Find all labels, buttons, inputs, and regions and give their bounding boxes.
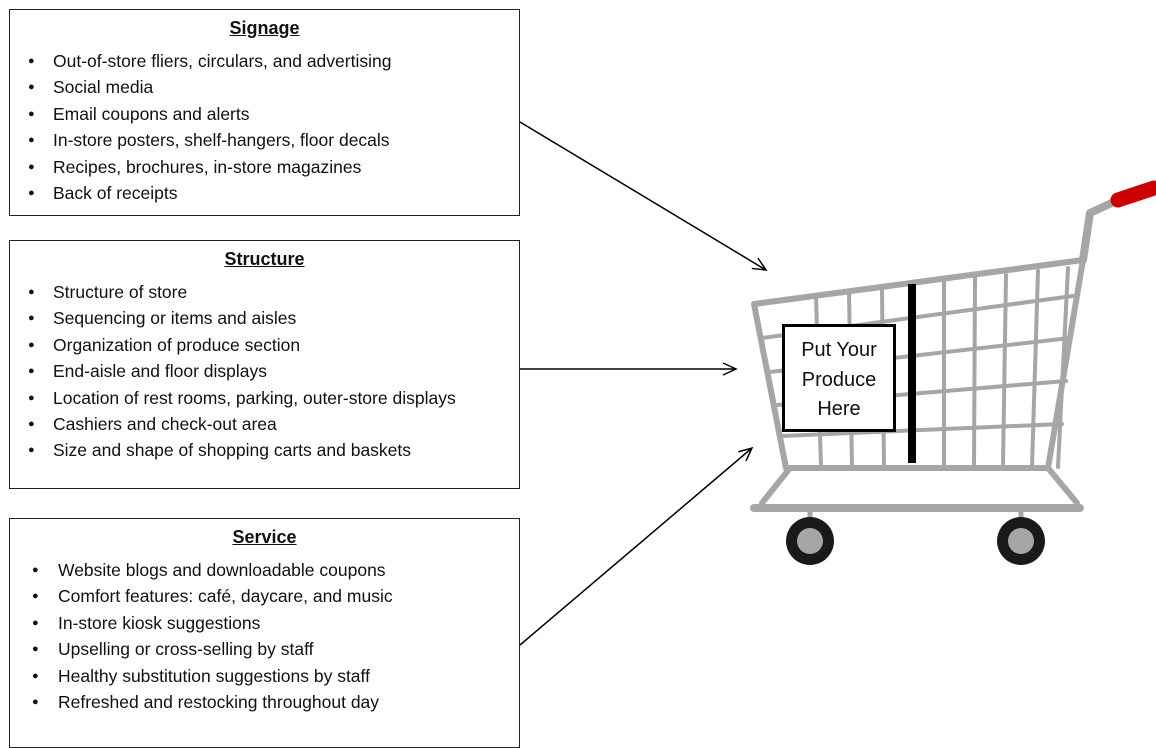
diagram-art [519,121,1156,646]
list-item: Sequencing or items and aisles [10,305,519,332]
list-item: Healthy substitution suggestions by staf… [10,663,519,690]
list-item: Cashiers and check-out area [10,411,519,438]
list-item: Location of rest rooms, parking, outer-s… [10,385,519,412]
list-item: Email coupons and alerts [10,101,519,128]
signage-title: Signage [229,18,300,38]
service-arrow [519,446,754,646]
list-item: Back of receipts [10,180,519,207]
list-item: End-aisle and floor displays [10,358,519,385]
signage-list: Out-of-store fliers, circulars, and adve… [10,48,519,207]
structure-list: Structure of store Sequencing or items a… [10,279,519,464]
shopping-cart-icon [750,180,1156,565]
structure-box: Structure Structure of store Sequencing … [9,240,520,489]
list-item: Upselling or cross-selling by staff [10,636,519,663]
service-list: Website blogs and downloadable coupons C… [10,557,519,716]
list-item: Size and shape of shopping carts and bas… [10,437,519,464]
list-item: Structure of store [10,279,519,306]
list-item: Website blogs and downloadable coupons [10,557,519,584]
signage-arrow [519,121,768,271]
list-item: In-store kiosk suggestions [10,610,519,637]
list-item: Organization of produce section [10,332,519,359]
service-title: Service [232,527,297,547]
list-item: Social media [10,74,519,101]
list-item: Recipes, brochures, in-store magazines [10,154,519,181]
list-item: Out-of-store fliers, circulars, and adve… [10,48,519,75]
signage-box: Signage Out-of-store fliers, circulars, … [9,9,520,216]
service-box: Service Website blogs and downloadable c… [9,518,520,748]
produce-sign: Put Your Produce Here [782,324,896,432]
list-item: Refreshed and restocking throughout day [10,689,519,716]
list-item: In-store posters, shelf-hangers, floor d… [10,127,519,154]
structure-title: Structure [224,249,305,269]
list-item: Comfort features: café, daycare, and mus… [10,583,519,610]
